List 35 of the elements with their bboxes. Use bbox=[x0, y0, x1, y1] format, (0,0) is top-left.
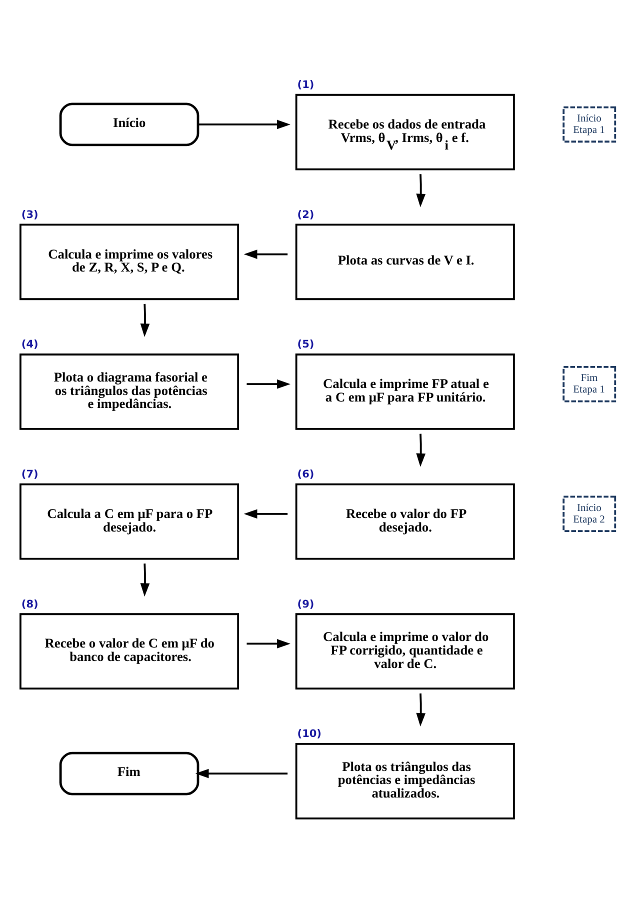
node-box: Início bbox=[59, 102, 200, 146]
arrow bbox=[195, 768, 288, 778]
node-label: (4) bbox=[21, 338, 38, 351]
arrow bbox=[416, 693, 426, 726]
node-label: (9) bbox=[297, 598, 314, 610]
node-box: Calcula e imprime FP atual e a C em μF para FP unitário. bbox=[295, 354, 515, 430]
node-label: (5) bbox=[297, 338, 314, 351]
node-label: (6) bbox=[297, 468, 314, 480]
node-box: Recebe o valor de C em μF do banco de capacitores. bbox=[20, 613, 240, 690]
node-label: (3) bbox=[21, 208, 38, 221]
node-label: (8) bbox=[21, 598, 38, 610]
node-box: Recebe o valor do FP desejado. bbox=[295, 483, 515, 560]
node-box: Plota o diagrama fasorial e os triângulos das potências e impedâncias. bbox=[20, 354, 240, 430]
arrow bbox=[416, 434, 426, 467]
node-box: Fim Etapa 1 bbox=[562, 366, 616, 402]
node-box: Plota as curvas de V e I. bbox=[295, 224, 515, 300]
node-box: Calcula e imprime os valores de Z, R, X, S, P e Q. bbox=[20, 224, 240, 300]
node-box: Fim bbox=[59, 752, 200, 796]
arrow bbox=[140, 304, 150, 338]
arrow bbox=[246, 379, 290, 389]
node-label: (7) bbox=[21, 468, 38, 480]
arrow bbox=[416, 174, 426, 208]
node-box: Calcula a C em μF para o FP desejado. bbox=[20, 483, 240, 560]
arrow bbox=[198, 120, 290, 130]
node-label: (10) bbox=[297, 728, 322, 740]
node-box: Plota os triângulos das potências e impedâncias atualizados. bbox=[295, 743, 515, 820]
node-box: Calcula e imprime o valor do FP corrigido, quantidade e valor de C. bbox=[295, 613, 515, 690]
node-label: (1) bbox=[297, 78, 314, 91]
arrow bbox=[244, 509, 288, 519]
arrow bbox=[244, 250, 288, 259]
node-box: Início Etapa 2 bbox=[562, 496, 616, 532]
arrow bbox=[140, 564, 150, 597]
node-box: Início Etapa 1 bbox=[562, 106, 616, 143]
arrow bbox=[246, 639, 290, 648]
node-label: (2) bbox=[297, 208, 314, 221]
